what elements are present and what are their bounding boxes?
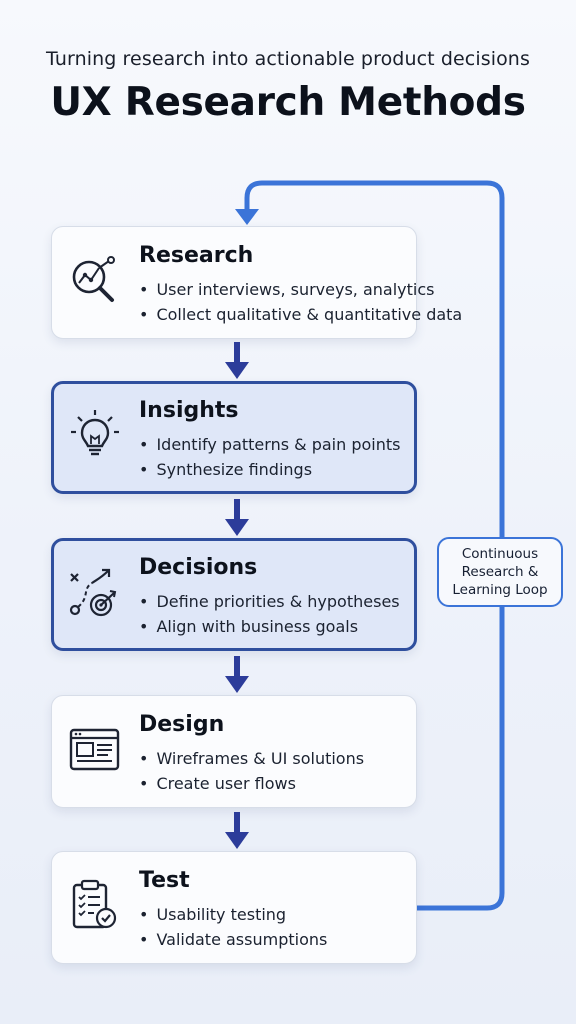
step-card-design: Design Wireframes & UI solutions Create … [51,695,417,808]
step-bullet-list: Wireframes & UI solutions Create user fl… [139,746,364,796]
down-arrow-icon [225,499,249,536]
step-bullet: Align with business goals [139,614,400,639]
loop-label-box: Continuous Research & Learning Loop [437,537,563,607]
step-bullet-list: Usability testing Validate assumptions [139,902,327,952]
step-bullet-list: Define priorities & hypotheses Align wit… [139,589,400,639]
step-bullet: Validate assumptions [139,927,327,952]
clipboard-check-icon [72,879,117,929]
down-arrow-icon [225,342,249,379]
step-heading: Test [139,868,190,893]
step-card-research: Research User interviews, surveys, analy… [51,226,462,339]
step-heading: Design [139,712,225,737]
wireframe-window-icon [69,728,120,771]
step-bullet-list: Identify patterns & pain points Synthesi… [139,432,400,482]
down-arrow-icon [225,812,249,849]
step-card-insights: Insights Identify patterns & pain points… [51,381,417,494]
step-bullet: User interviews, surveys, analytics [139,277,462,302]
lightbulb-icon [71,410,119,456]
loop-arrowhead [235,209,259,225]
step-bullet: Create user flows [139,771,364,796]
loop-label-line: Research & [461,564,539,580]
step-heading: Decisions [139,555,258,580]
page-title: UX Research Methods [50,80,526,125]
page-subtitle: Turning research into actionable product… [46,48,530,70]
step-bullet: Identify patterns & pain points [139,432,400,457]
loop-label-line: Learning Loop [452,582,548,598]
step-bullet-list: User interviews, surveys, analytics Coll… [139,277,462,327]
step-card-decisions: Decisions Define priorities & hypotheses… [51,538,417,651]
step-bullet: Synthesize findings [139,457,400,482]
step-bullet: Define priorities & hypotheses [139,589,399,614]
step-card-test: Test Usability testing Validate assumpti… [51,851,417,964]
down-arrow-icon [225,656,249,693]
step-heading: Research [139,243,254,268]
step-bullet: Usability testing [139,902,327,927]
step-heading: Insights [139,398,239,423]
loop-label-line: Continuous [461,546,539,562]
step-bullet: Collect qualitative & quantitative data [139,302,462,327]
target-path-icon [69,568,117,617]
step-bullet: Wireframes & UI solutions [139,746,364,771]
magnifier-chart-icon [72,256,115,302]
